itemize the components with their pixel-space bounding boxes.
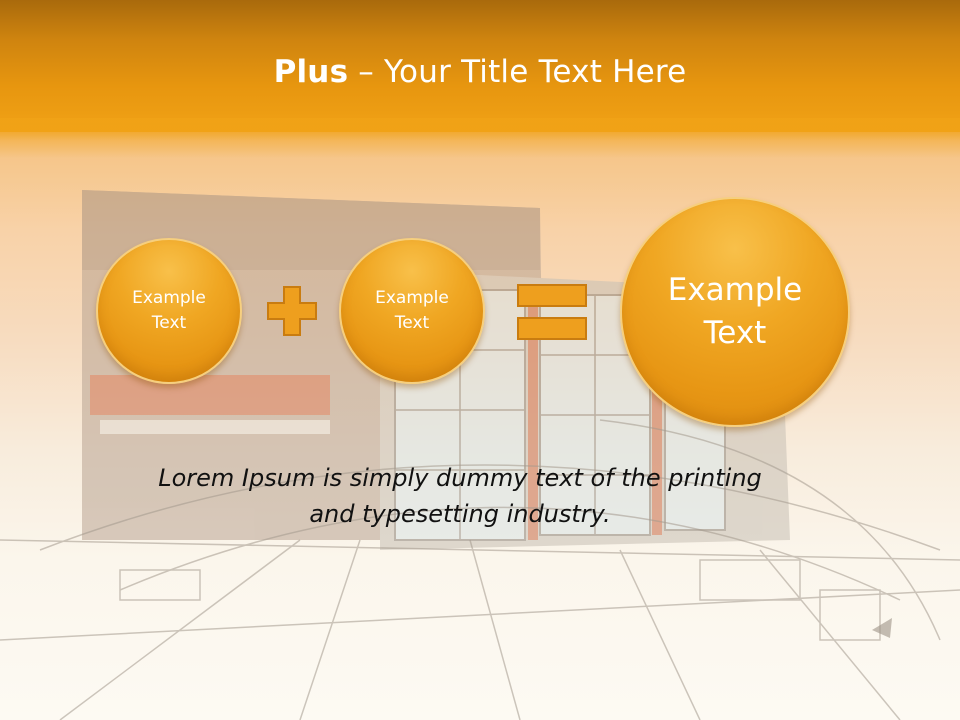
body-text-line-2: and typesetting industry. bbox=[309, 500, 611, 528]
circle-1-line-1: Example bbox=[132, 287, 206, 308]
circle-1-label: Example Text bbox=[132, 286, 206, 337]
circle-2-line-2: Text bbox=[394, 313, 430, 333]
circle-1-line-2: Text bbox=[151, 313, 187, 333]
title-text: – Your Title Text Here bbox=[348, 54, 687, 90]
title-bold: Plus bbox=[273, 54, 349, 90]
slide-title: Plus – Your Title Text Here bbox=[0, 54, 960, 90]
title-bar bbox=[0, 0, 960, 132]
plus-icon bbox=[267, 286, 317, 336]
body-text-line-1: Lorem Ipsum is simply dummy text of the … bbox=[158, 464, 762, 492]
example-circle-result[interactable]: Example Text bbox=[620, 197, 850, 427]
body-text: Lorem Ipsum is simply dummy text of the … bbox=[110, 460, 810, 532]
title-bar-fade bbox=[0, 118, 960, 158]
example-circle-1[interactable]: Example Text bbox=[96, 238, 242, 384]
circle-2-label: Example Text bbox=[375, 286, 449, 337]
circle-3-label: Example Text bbox=[668, 269, 803, 356]
circle-3-line-2: Text bbox=[703, 315, 767, 351]
example-circle-2[interactable]: Example Text bbox=[339, 238, 485, 384]
equals-icon bbox=[517, 284, 587, 340]
circle-2-line-1: Example bbox=[375, 287, 449, 308]
background-building-image bbox=[0, 190, 960, 720]
circle-3-line-1: Example bbox=[667, 271, 803, 308]
